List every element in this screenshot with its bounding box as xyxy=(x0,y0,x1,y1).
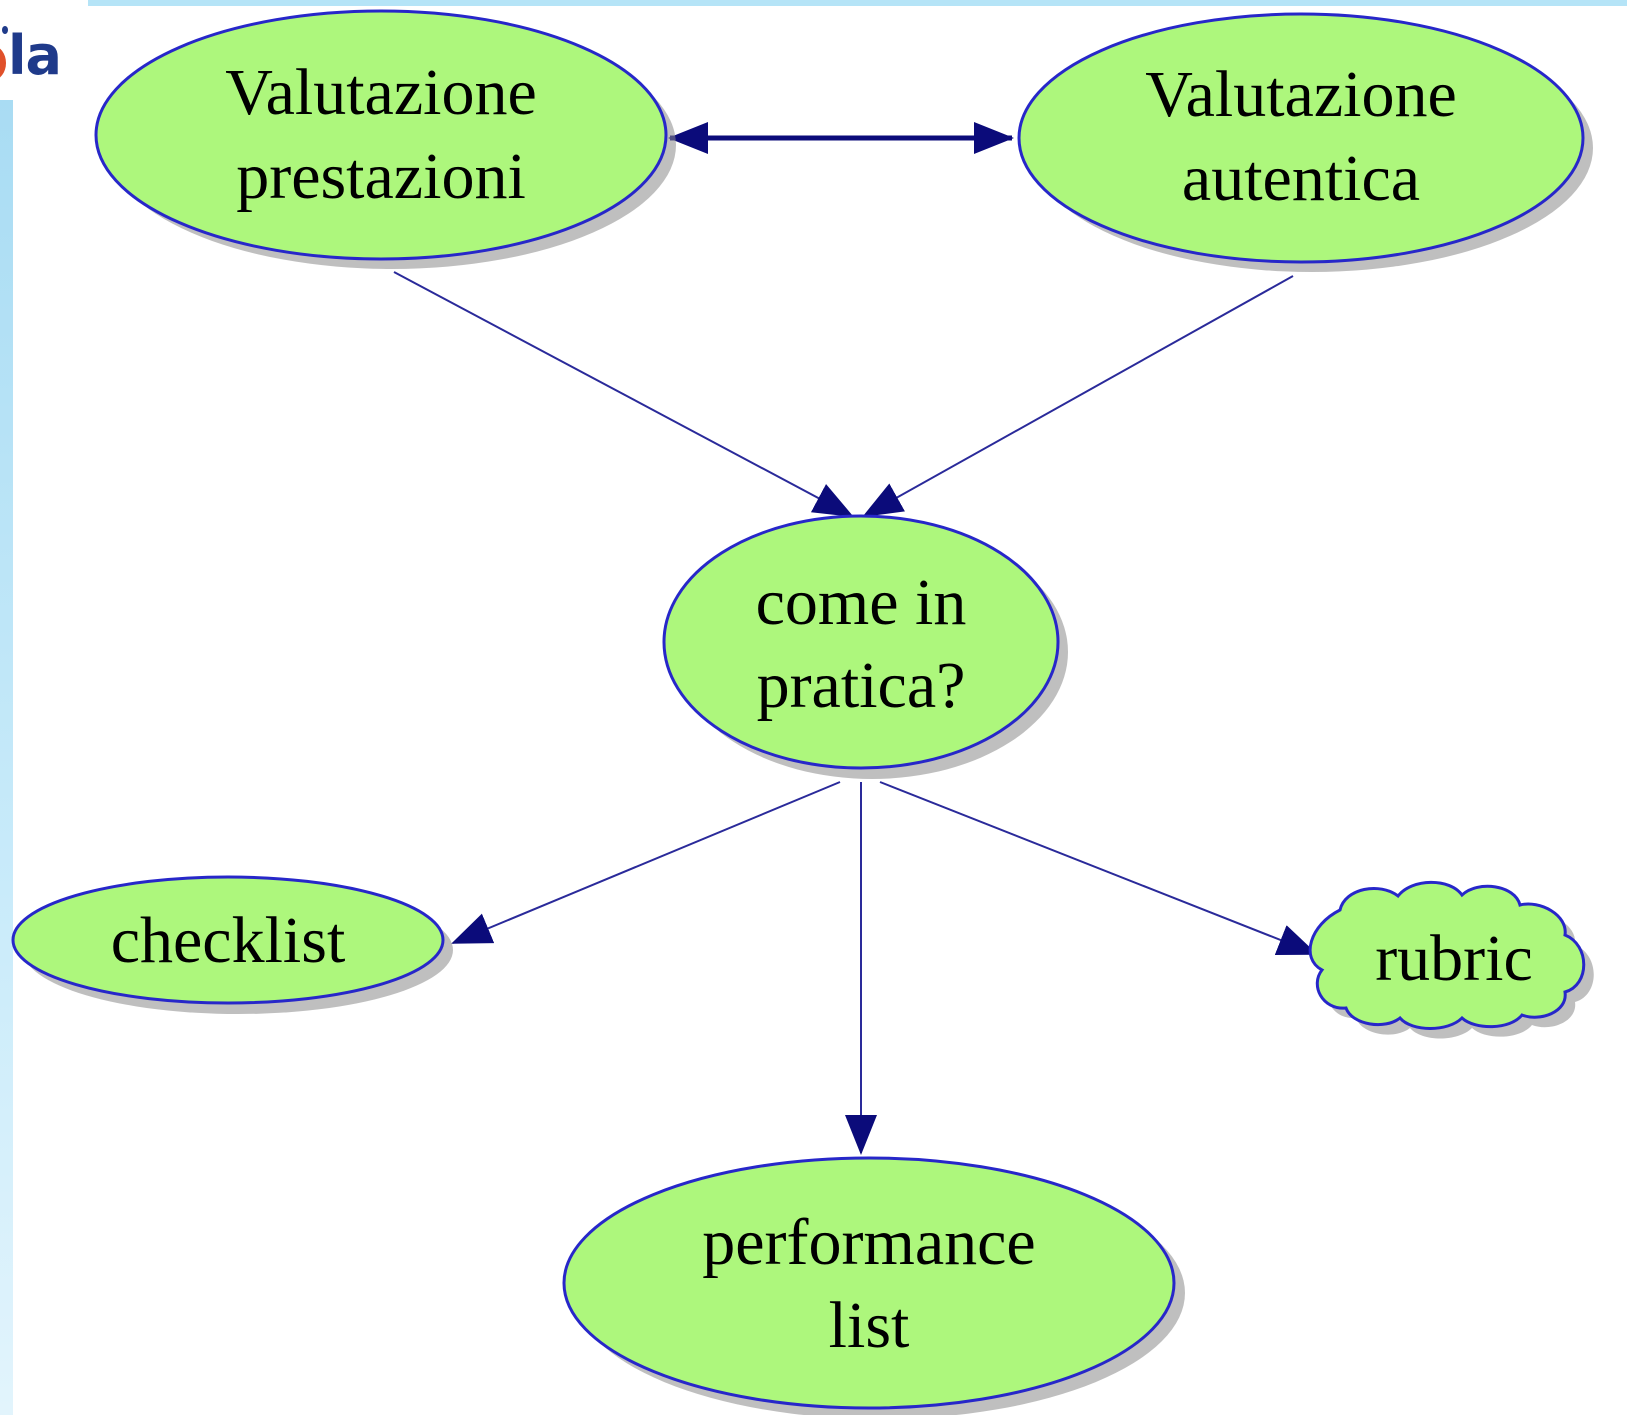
node-shape xyxy=(562,1156,1176,1410)
node-label: checklist xyxy=(111,904,346,977)
node-rubric: rubric xyxy=(1308,880,1594,1039)
edge-pratica-checklist xyxy=(451,781,841,944)
node-label: pratica? xyxy=(757,649,966,722)
node-label: Valutazione xyxy=(225,56,537,129)
node-label: Valutazione xyxy=(1145,58,1457,131)
node-valutazione-prestazioni: Valutazione prestazioni xyxy=(94,9,676,269)
node-label: autentica xyxy=(1182,142,1420,215)
node-shape xyxy=(11,875,445,1005)
node-shape xyxy=(94,9,668,261)
left-decorative-band xyxy=(0,100,13,1415)
edge-autentica-pratica xyxy=(862,275,1294,517)
node-label: rubric xyxy=(1375,922,1533,995)
logo: la xyxy=(0,24,62,87)
top-decorative-band xyxy=(88,0,1627,6)
node-shape xyxy=(1308,880,1586,1030)
logo-text: la xyxy=(8,24,62,87)
node-valutazione-autentica: Valutazione autentica xyxy=(1017,12,1593,272)
node-checklist: checklist xyxy=(11,875,453,1014)
logo-mark xyxy=(0,46,6,80)
node-label: prestazioni xyxy=(236,140,526,213)
node-come-in-pratica: come in pratica? xyxy=(662,514,1068,779)
node-shape xyxy=(1017,12,1585,264)
node-label: come in xyxy=(756,566,967,639)
node-shape xyxy=(662,514,1060,770)
node-label: list xyxy=(829,1289,910,1362)
edges xyxy=(393,122,1318,1155)
logo-mark-dot xyxy=(2,26,8,34)
edge-prestazioni-pratica xyxy=(393,271,854,517)
node-label: performance xyxy=(702,1206,1035,1279)
node-performance-list: performance list xyxy=(562,1156,1185,1415)
edge-pratica-rubric xyxy=(879,781,1318,955)
